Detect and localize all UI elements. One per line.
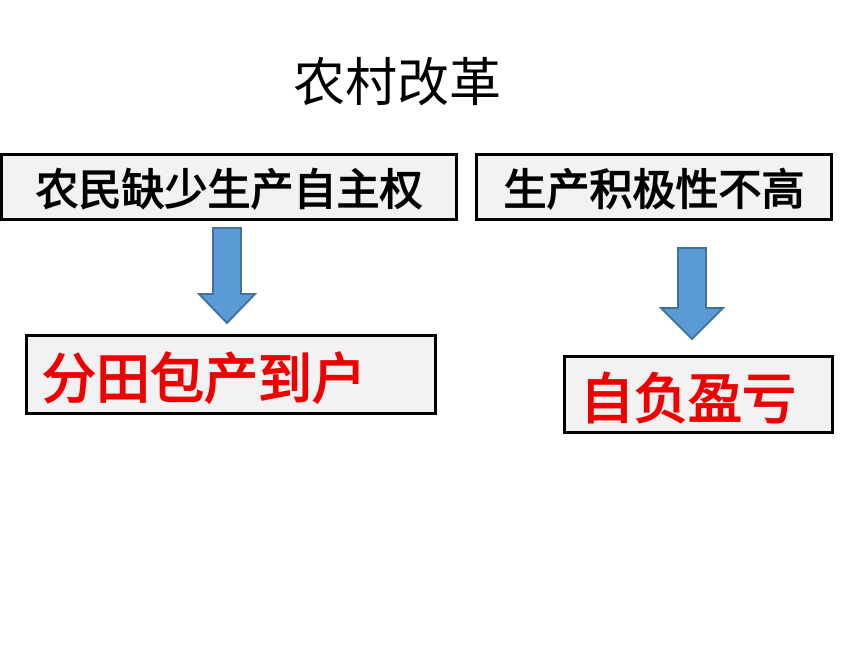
left-down-arrow-icon	[196, 227, 258, 325]
right-result-box: 自负盈亏	[563, 355, 834, 434]
left-result-text: 分田包产到户	[42, 348, 366, 411]
right-cause-text: 生产积极性不高	[503, 166, 805, 216]
right-down-arrow-icon	[658, 247, 726, 341]
page-title: 农村改革	[292, 54, 501, 114]
right-cause-box: 生产积极性不高	[475, 153, 833, 221]
left-cause-box: 农民缺少生产自主权	[0, 153, 458, 221]
right-result-text: 自负盈亏	[580, 368, 796, 431]
left-cause-text: 农民缺少生产自主权	[35, 166, 423, 216]
left-result-box: 分田包产到户	[25, 334, 437, 415]
